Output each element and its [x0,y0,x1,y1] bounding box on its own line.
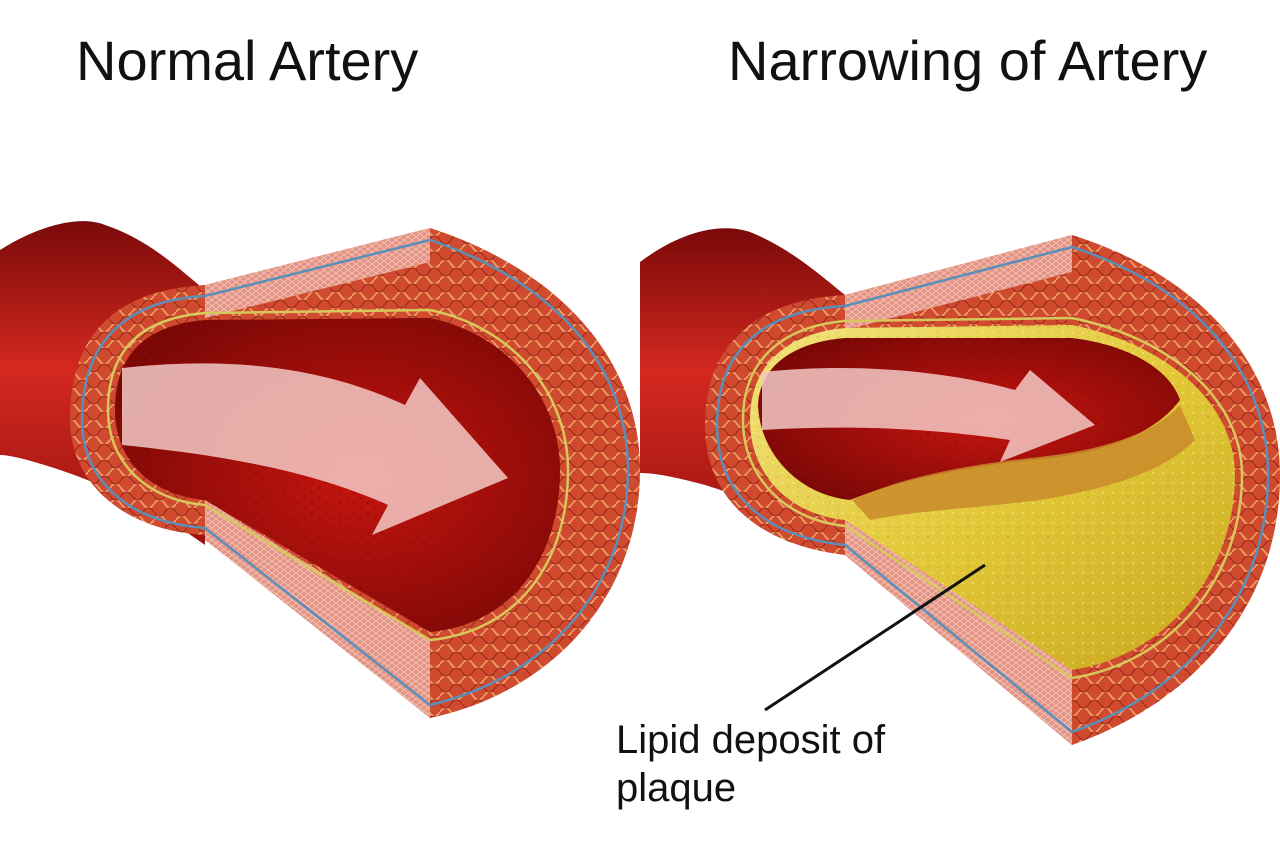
normal-artery-title: Normal Artery [76,29,419,92]
normal-artery [0,221,640,718]
narrowed-artery [640,228,1280,745]
plaque-annotation-line1: Lipid deposit of [616,718,886,762]
normal-artery-membrane [80,238,630,707]
narrowed-artery-flow-arrow [762,368,1095,462]
narrowed-artery-wall-top [845,235,1072,330]
plaque-edge [852,405,1195,520]
normal-artery-wall-top [205,228,430,318]
normal-artery-wall-bottom [205,500,430,718]
normal-artery-flow-arrow [122,363,508,535]
narrowed-artery-title: Narrowing of Artery [728,29,1208,92]
plaque-annotation-line2: plaque [616,766,737,810]
normal-artery-inner-membrane [106,308,570,642]
plaque-annotation: Lipid deposit of plaque [616,716,976,812]
plaque-leader-line [764,563,986,712]
narrowed-artery-membrane [715,245,1270,734]
narrowed-artery-inner-membrane [741,316,1244,680]
